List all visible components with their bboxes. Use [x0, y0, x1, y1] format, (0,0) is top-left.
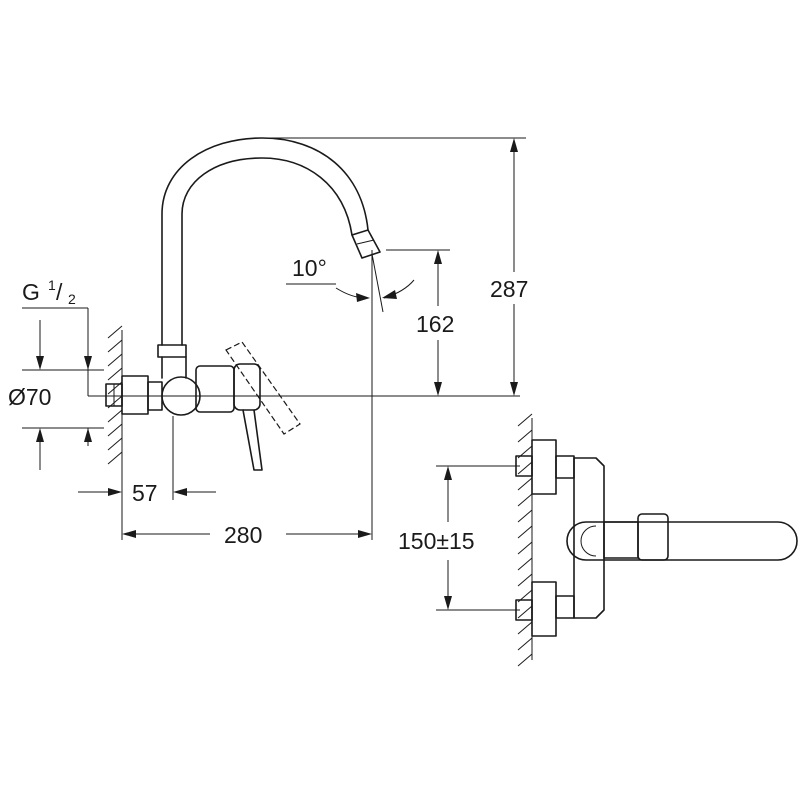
- left-wall-hatching: [107, 325, 123, 465]
- diameter-label: Ø70: [8, 384, 51, 410]
- lever-handle: [242, 409, 263, 471]
- right-wall-hatching: [517, 413, 533, 667]
- spout-inner-edge: [181, 157, 353, 346]
- mixer-body: [195, 365, 235, 413]
- thread-numerator: 1: [48, 277, 56, 293]
- spout-reach-label: 280: [224, 522, 262, 548]
- total-height-label: 287: [490, 276, 528, 302]
- upper-nut: [531, 439, 557, 495]
- faucet-side-view: [105, 137, 381, 471]
- cartridge-housing: [233, 363, 261, 411]
- thread-slash: /: [56, 279, 63, 305]
- spout-angle-label: 10°: [292, 255, 327, 281]
- spout-outer-edge: [161, 137, 369, 346]
- cartridge-housing-top: [603, 521, 639, 559]
- spout-top-outline: [566, 521, 798, 561]
- lever-open-position: [225, 341, 301, 435]
- aerator: [351, 229, 381, 259]
- mixer-bar-body: [573, 457, 605, 619]
- eccentric-nut: [121, 375, 149, 415]
- faucet-top-view: [515, 439, 798, 637]
- lower-nut: [531, 581, 557, 637]
- thread-size-label: G: [22, 279, 40, 305]
- thread-denominator: 2: [68, 291, 76, 307]
- inlet-spacing-label: 150±15: [398, 528, 475, 554]
- spout-height-label: 162: [416, 311, 454, 337]
- wall-offset-label: 57: [132, 480, 158, 506]
